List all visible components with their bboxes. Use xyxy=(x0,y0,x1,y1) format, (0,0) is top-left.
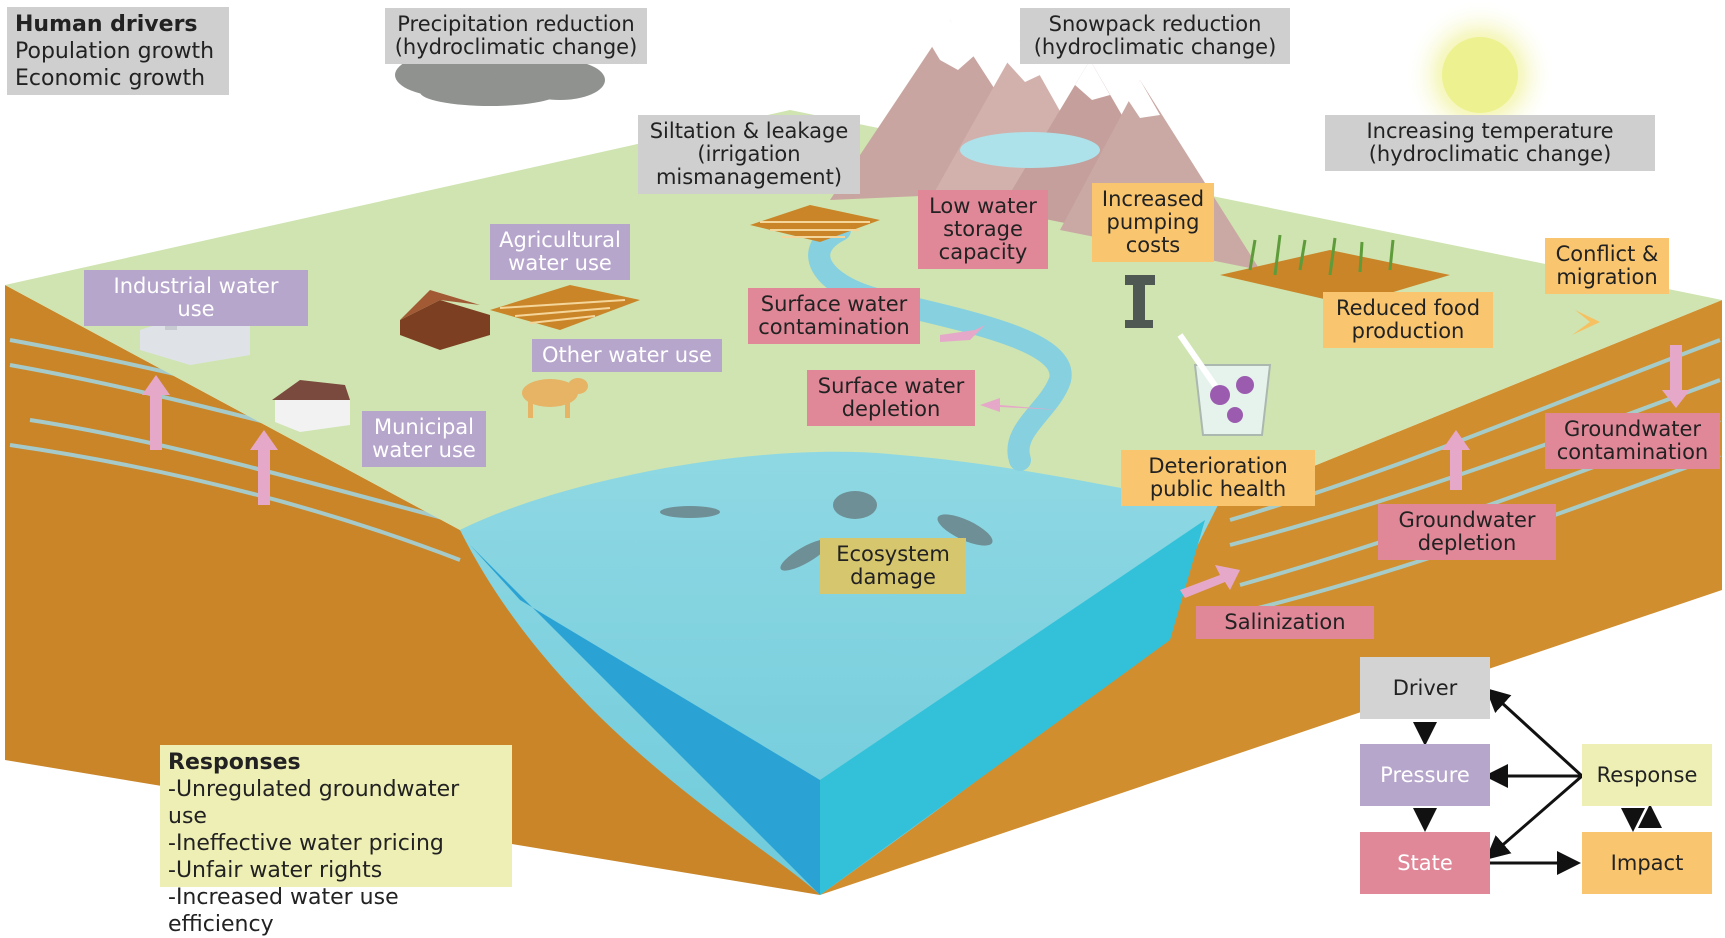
industrial-water-use-label: Industrial water use xyxy=(84,270,308,326)
increased-pumping-costs-label: Increased pumping costs xyxy=(1092,183,1214,262)
low-water-storage-label: Low water storage capacity xyxy=(918,190,1048,269)
reduced-food-production-label: Reduced food production xyxy=(1323,292,1493,348)
snowpack-reduction-label: Snowpack reduction (hydroclimatic change… xyxy=(1020,8,1290,64)
responses-item: -Increased water use efficiency xyxy=(168,884,504,938)
municipal-water-use-label: Municipal water use xyxy=(362,411,486,467)
public-health-label: Deterioration public health xyxy=(1121,450,1315,506)
dpsir-state-box: State xyxy=(1360,832,1490,894)
responses-item: -Unfair water rights xyxy=(168,857,504,884)
surface-water-contamination-label: Surface water contamination xyxy=(748,288,920,344)
human-drivers-box: Human drivers Population growth Economic… xyxy=(7,7,229,95)
responses-box: Responses -Unregulated groundwater use -… xyxy=(160,745,512,887)
dpsir-response-box: Response xyxy=(1582,744,1712,806)
dpsir-driver-box: Driver xyxy=(1360,657,1490,719)
groundwater-depletion-label: Groundwater depletion xyxy=(1378,504,1556,560)
precipitation-reduction-label: Precipitation reduction (hydroclimatic c… xyxy=(385,8,647,64)
dpsir-pressure-box: Pressure xyxy=(1360,744,1490,806)
increasing-temperature-label: Increasing temperature (hydroclimatic ch… xyxy=(1325,115,1655,171)
agricultural-water-use-label: Agricultural water use xyxy=(490,224,630,280)
responses-item: -Ineffective water pricing xyxy=(168,830,504,857)
conflict-migration-label: Conflict & migration xyxy=(1545,238,1669,294)
ecosystem-damage-label: Ecosystem damage xyxy=(820,538,966,594)
salinization-label: Salinization xyxy=(1196,606,1374,639)
human-drivers-item: Economic growth xyxy=(15,65,221,92)
human-drivers-item: Population growth xyxy=(15,38,221,65)
surface-water-depletion-label: Surface water depletion xyxy=(807,370,975,426)
responses-title: Responses xyxy=(168,749,504,776)
other-water-use-label: Other water use xyxy=(532,339,722,372)
human-drivers-title: Human drivers xyxy=(15,11,221,38)
responses-item: -Unregulated groundwater use xyxy=(168,776,504,830)
dpsir-impact-box: Impact xyxy=(1582,832,1712,894)
groundwater-contamination-label: Groundwater contamination xyxy=(1545,413,1720,469)
siltation-leakage-label: Siltation & leakage (irrigation mismanag… xyxy=(638,115,860,194)
